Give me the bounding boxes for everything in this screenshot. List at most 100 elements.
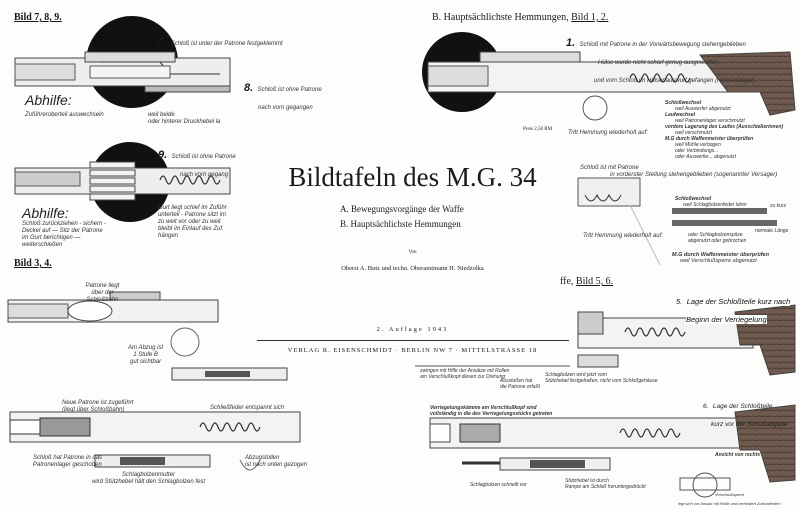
drawing-fig-1 — [422, 32, 796, 121]
abhilfe-2-line: Deckel auf — Sitz der Patrone — [22, 228, 103, 234]
remedies-list-2a: Schloßwechsel weil Schlagbolzenfeder lah… — [675, 196, 747, 208]
reason-line: unterteil - Patrone sitzt im — [158, 212, 227, 218]
fig-5-line: Lage der Schloßteile kurz nach — [686, 297, 791, 306]
abhilfe-1-title: Abhilfe: — [25, 92, 72, 108]
caption-fig-6: 6. Lage der Schloßteile kurz vor der Sch… — [703, 395, 788, 431]
note-line: gut sichtbar — [130, 359, 162, 365]
fig-8-line2: nach vorn gegangen — [258, 105, 313, 111]
note-line: 1 Stufe B — [133, 352, 158, 358]
title-page: Bildtafeln des M.G. 34 A. Bewegungsvorgä… — [250, 150, 575, 365]
normal-length-label: normale Länge — [755, 228, 789, 234]
note-line: zwingen mit Hilfe der Ansätze mit Rollen — [420, 368, 510, 374]
drawing-fig-6 — [429, 404, 796, 498]
note-line: Neue Patrone ist zugeführt — [62, 400, 134, 406]
reason-line1: weil beide — [148, 112, 175, 118]
note-line: Schlagbolzen wird jetzt vom — [545, 372, 607, 378]
fig-7-number: 7. — [157, 36, 167, 48]
fig-9-line1: Schloß ist ohne Patrone — [171, 154, 236, 160]
fig-4-trigger-note: Abzugstollen ist nach unten gezogen — [245, 455, 307, 469]
note-line: Verriegelungskämme am Verschlußkopf sind — [430, 405, 537, 411]
note-line: vollständig in die des Verriegelungsstüc… — [430, 411, 553, 417]
note-line: (liegt über Schloßbahn) — [62, 407, 125, 413]
price: Preis 2,50 RM — [523, 127, 553, 132]
fig-4-new-cartridge: Neue Patrone ist zugeführt (liegt über S… — [62, 400, 133, 414]
fig-9-number: 9. — [158, 149, 168, 161]
edition: 2. Auflage 1943 — [376, 326, 449, 333]
note-line: Rampe am Schloß heruntergedrückt — [565, 484, 646, 490]
fig-9-reason: Gurt liegt schief im Zuführ unterteil - … — [158, 205, 227, 240]
fig-1-line: und vom Schloß im Hülsenauswurf gefangen… — [594, 78, 755, 84]
remedy-reason: oder Schlagbolzenspitze — [688, 232, 743, 238]
caption-fig-7: 7. Schloß ist unter der Patrone festgekl… — [157, 32, 283, 50]
fig-5-line: Beginn der Verriegelung — [686, 315, 767, 324]
drawing-fig-9 — [14, 142, 231, 222]
abhilfe-2-text: Schloß zurückziehen - sichern - Deckel a… — [22, 221, 106, 249]
authors: Oberst A. Butz und techn. Oberamtmann H.… — [341, 265, 484, 272]
remedy-reason: weil Schlagbolzenfeder lahm — [683, 202, 747, 208]
note-line: Stützhebel festgehalten, nicht vom Schlo… — [545, 378, 658, 384]
caption-fig-5: 5. Lage der Schloßteile kurz nach Beginn… — [676, 291, 791, 327]
remedy: M.G durch Waffenmeister überprüfen — [672, 252, 769, 258]
fig-6-note-4: Verschlußsperre — [715, 492, 744, 497]
subtitle-a: A. Bewegungsvorgänge der Waffe — [340, 204, 464, 214]
fig-2-line: in vorderster Stellung stehengeblieben (… — [610, 172, 778, 178]
note-line: Abzugstollen — [245, 455, 280, 461]
heading-prefix: ffe, — [560, 276, 574, 287]
note-line: Stützhebel ist durch — [565, 478, 609, 484]
remedy: Laufwechsel — [665, 112, 696, 118]
remedies-list-2b: oder Schlagbolzenspitze abgenutzt oder g… — [688, 232, 746, 244]
short-length-label: zu kurz — [770, 203, 787, 209]
publisher: VERLAG R. EISENSCHMIDT · BERLIN NW 7 · M… — [287, 347, 538, 354]
drawing-fig-3 — [7, 291, 288, 381]
fig-6-line: Lage der Schloßteile — [712, 403, 773, 410]
fig-8-number: 8. — [244, 82, 254, 94]
heading-bild-5-6-label: Bild 5, 6. — [575, 276, 614, 287]
note-line: Schloß hat Patrone in das — [33, 455, 103, 461]
heading-bild-5-6: ffe, Bild 5, 6. — [560, 276, 613, 287]
note-line: Schlagbolzenmutter — [122, 472, 176, 478]
caption-fig-9: 9. Schloß ist ohne Patrone nach vorn geg… — [158, 145, 236, 181]
abhilfe-1-reason: weil beide oder hinterer Druckhebel la — [148, 112, 220, 126]
fig-3-cartridge-note: Patrone liegt über der Schloßbahn — [85, 283, 120, 303]
book-title: Bildtafeln des M.G. 34 — [288, 162, 537, 192]
abhilfe-2-line: im Gurt berichtigen — — [22, 235, 81, 241]
remedies-list-1: Schloßwechsel weil Auswerfer abgenutzt L… — [665, 100, 783, 160]
caption-fig-2: Schloß ist mit Patrone in vorderster Ste… — [580, 165, 777, 179]
fig-7-text: Schloß ist unter der Patrone festgeklemm… — [170, 41, 283, 47]
fig-6-note-3: Stützhebel ist durch Rampe am Schloß her… — [565, 478, 646, 490]
fig-4-fired-note: Schloß hat Patrone in das Patronenlager … — [33, 455, 102, 469]
fig-2-line: Schloß ist mit Patrone — [580, 165, 639, 171]
remedies-list-2c: M.G durch Waffenmeister überprüfen weil … — [672, 252, 769, 264]
fig-1-number: 1. — [566, 37, 576, 49]
abhilfe-2-line: weiterschießen — [22, 242, 63, 248]
caption-fig-8: 8. Schloß ist ohne Patrone nach vorn geg… — [244, 78, 322, 114]
note-line: wird Stützhebel hält den Schlagbolzen fe… — [92, 479, 206, 485]
fig-6-line: kurz vor der Schußabgabe — [711, 421, 788, 428]
heading-hemmungen: B. Hauptsächlichste Hemmungen, Bild 1, 2… — [432, 12, 608, 23]
fig-6-number: 6. — [703, 403, 709, 410]
fig-6-view-label: Ansicht von rechts — [715, 452, 761, 458]
note-line: ist nach unten gezogen — [245, 462, 308, 468]
von-label: Von — [408, 250, 417, 255]
note-line: Patronenlager geschoben — [33, 462, 102, 468]
fig-9-line2: nach vorn gegang — [180, 172, 229, 178]
reason-line: zu weit vor oder zu weit — [158, 219, 221, 225]
heading-bild-3-4: Bild 3, 4. — [14, 258, 52, 269]
note-line: Verschlußsperre — [715, 492, 745, 497]
heading-bild-1-2: Bild 1, 2. — [571, 12, 609, 23]
subtitle-b: B. Hauptsächlichste Hemmungen — [340, 219, 461, 229]
note-line: Am Abzug ist — [128, 345, 164, 351]
fig-5-note-1: zwingen mit Hilfe der Ansätze mit Rollen… — [420, 368, 509, 380]
remedy-reason: oder Verbindungs... — [675, 148, 719, 154]
title-divider — [257, 340, 569, 341]
reason-line2: oder hinterer Druckhebel la — [148, 119, 221, 125]
note-line: die Patrone erfaßt — [500, 384, 541, 390]
fig-1-line: Schloß mit Patrone in der Vorwärtsbewegu… — [579, 42, 746, 48]
fig-6-note-1: Verriegelungskämme am Verschlußkopf sind… — [430, 405, 552, 417]
fig-5-number: 5. — [676, 297, 683, 306]
fig-5-note-2: Ausstoßen hat die Patrone erfaßt — [500, 378, 540, 390]
caption-fig-1: 1. Schloß mit Patrone in der Vorwärtsbew… — [566, 33, 755, 87]
fig-3-trigger-note: Am Abzug ist 1 Stufe B gut sichtbar — [128, 345, 163, 366]
